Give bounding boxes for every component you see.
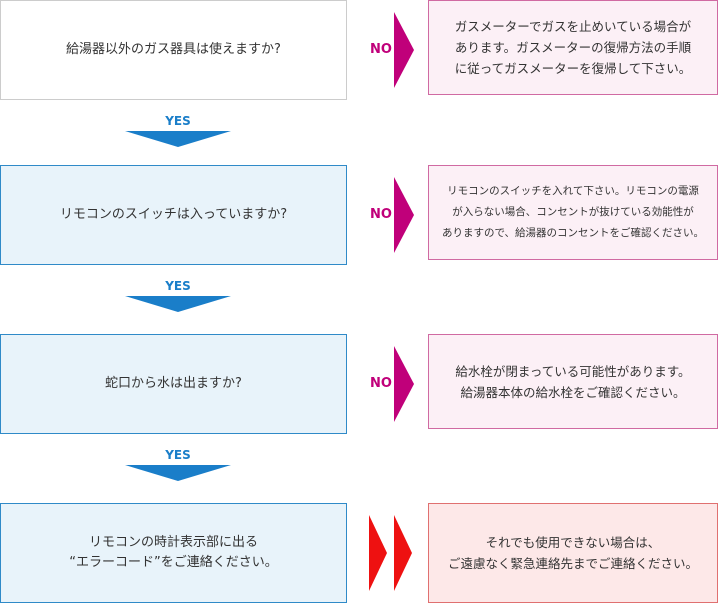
yes-label: YES (165, 114, 191, 128)
answer-box-remote-power: リモコンのスイッチを入れて下さい。リモコンの電源 が入らない場合、コンセントが抜… (428, 165, 718, 260)
question-line: リモコンの時計表示部に出る (88, 535, 258, 550)
answer-line: に従ってガスメーターを復帰して下さい。 (454, 61, 692, 76)
question-box-remote-switch: リモコンのスイッチは入っていますか? (0, 165, 347, 265)
double-arrow-icon (369, 515, 412, 591)
answer-line: リモコンのスイッチを入れて下さい。リモコンの電源 (447, 185, 699, 197)
no-arrow-icon (394, 346, 414, 422)
answer-line: それでも使用できない場合は、 (485, 535, 661, 550)
question-line: “エラーコード”をご連絡ください。 (69, 555, 278, 570)
question-text: 給湯器以外のガス器具は使えますか? (66, 42, 281, 57)
no-label: NO (370, 376, 392, 391)
answer-box-emergency-contact: それでも使用できない場合は、 ご遠慮なく緊急連絡先までご連絡ください。 (428, 503, 718, 603)
yes-label: YES (165, 448, 191, 462)
answer-line: ガスメーターでガスを止めいている場合が (454, 19, 692, 34)
no-label: NO (370, 42, 392, 57)
yes-label: YES (165, 279, 191, 293)
answer-box-water-valve: 給水栓が閉まっている可能性があります。 給湯器本体の給水栓をご確認ください。 (428, 334, 718, 429)
answer-line: ご遠慮なく緊急連絡先までご連絡ください。 (447, 556, 698, 571)
question-box-error-code: リモコンの時計表示部に出る “エラーコード”をご連絡ください。 (0, 503, 347, 603)
answer-box-gas-meter: ガスメーターでガスを止めいている場合が あります。ガスメーターの復帰方法の手順 … (428, 0, 718, 95)
no-label: NO (370, 207, 392, 222)
question-text: 蛇口から水は出ますか? (105, 376, 242, 391)
question-text: リモコンのスイッチは入っていますか? (59, 207, 288, 222)
question-box-faucet-water: 蛇口から水は出ますか? (0, 334, 347, 434)
answer-line: ありますので、給湯器のコンセントをご確認ください。 (441, 227, 705, 239)
no-arrow-icon (394, 12, 414, 88)
no-arrow-icon (394, 177, 414, 253)
answer-line: 給水栓が閉まっている可能性があります。 (455, 363, 691, 379)
yes-arrow-icon (125, 131, 231, 147)
answer-line: 給湯器本体の給水栓をご確認ください。 (460, 384, 686, 400)
answer-line: あります。ガスメーターの復帰方法の手順 (454, 40, 692, 55)
yes-arrow-icon (125, 296, 231, 312)
yes-arrow-icon (125, 465, 231, 481)
answer-line: が入らない場合、コンセントが抜けている効能性が (452, 206, 694, 218)
question-box-gas-appliances: 給湯器以外のガス器具は使えますか? (0, 0, 347, 100)
